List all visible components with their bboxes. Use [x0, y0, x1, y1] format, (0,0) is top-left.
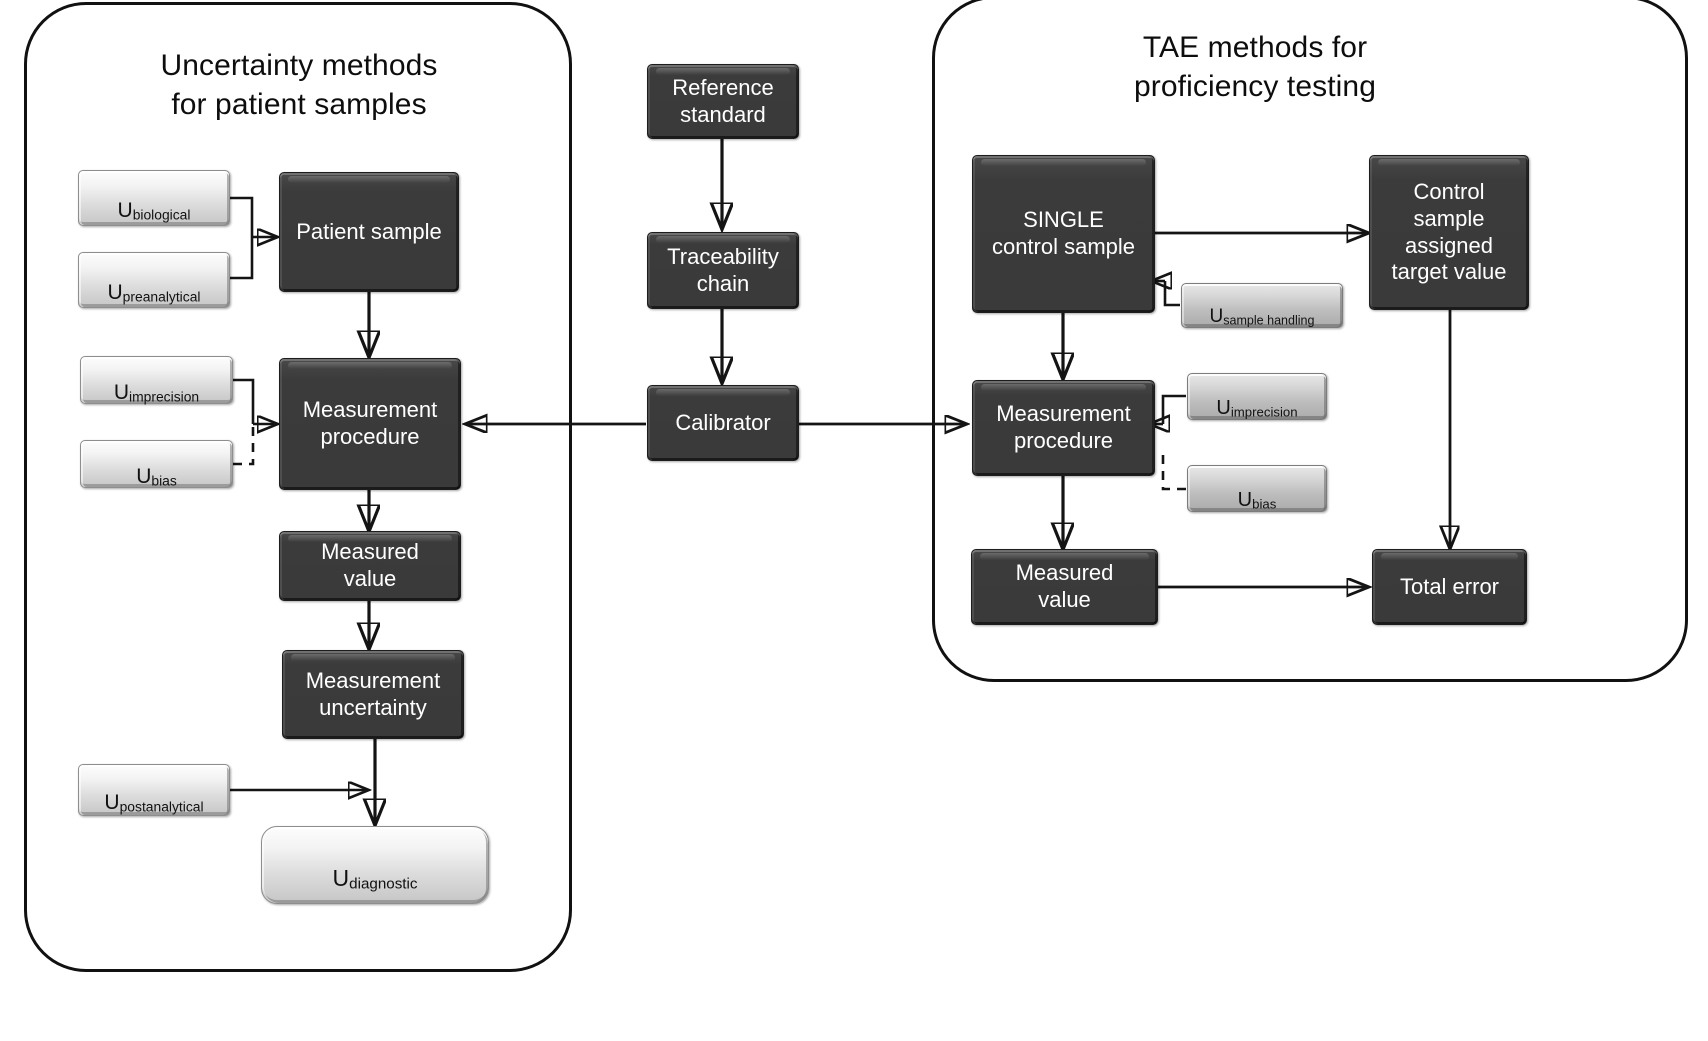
node-u-imprecision-left[interactable]: Uimprecision — [80, 356, 233, 404]
left-panel-title: Uncertainty methods for patient samples — [160, 49, 438, 121]
node-u-imprecision-right[interactable]: Uimprecision — [1187, 373, 1327, 420]
left-panel-frame — [24, 2, 572, 972]
node-u-diagnostic[interactable]: Udiagnostic — [261, 826, 489, 904]
node-measurement-uncertainty[interactable]: Measurement uncertainty — [282, 650, 464, 739]
u-diagnostic-label: Udiagnostic — [332, 864, 418, 893]
u-biological-label: Ubiological — [117, 199, 191, 223]
node-reference-standard[interactable]: Reference standard — [647, 64, 799, 139]
u-imprecision-right-label: Uimprecision — [1216, 397, 1298, 420]
right-panel-title: TAE methods for proficiency testing — [1133, 31, 1377, 103]
node-measured-value-right[interactable]: Measured value — [971, 549, 1158, 625]
node-u-preanalytical[interactable]: Upreanalytical — [78, 252, 230, 308]
node-measured-value-left[interactable]: Measured value — [279, 531, 461, 601]
node-calibrator[interactable]: Calibrator — [647, 385, 799, 461]
node-single-control-sample[interactable]: SINGLE control sample — [972, 155, 1155, 313]
node-u-sample-handling[interactable]: Usample handling — [1181, 283, 1343, 328]
u-bias-left-label: Ubias — [136, 465, 177, 489]
node-u-biological[interactable]: Ubiological — [78, 170, 230, 226]
u-imprecision-left-label: Uimprecision — [113, 381, 200, 405]
node-u-bias-left[interactable]: Ubias — [80, 440, 233, 488]
node-control-sample-target[interactable]: Control sample assigned target value — [1369, 155, 1529, 310]
u-preanalytical-label: Upreanalytical — [107, 281, 201, 305]
right-panel-frame — [932, 0, 1688, 682]
u-bias-right-label: Ubias — [1237, 489, 1277, 512]
node-u-bias-right[interactable]: Ubias — [1187, 465, 1327, 512]
node-traceability-chain[interactable]: Traceability chain — [647, 232, 799, 309]
u-postanalytical-label: Upostanalytical — [104, 791, 204, 815]
u-sample-handling-label: Usample handling — [1209, 306, 1315, 328]
node-patient-sample[interactable]: Patient sample — [279, 172, 459, 292]
node-total-error[interactable]: Total error — [1372, 549, 1527, 625]
node-measurement-procedure-left[interactable]: Measurement procedure — [279, 358, 461, 490]
node-u-postanalytical[interactable]: Upostanalytical — [78, 764, 230, 816]
node-measurement-procedure-right[interactable]: Measurement procedure — [972, 380, 1155, 476]
